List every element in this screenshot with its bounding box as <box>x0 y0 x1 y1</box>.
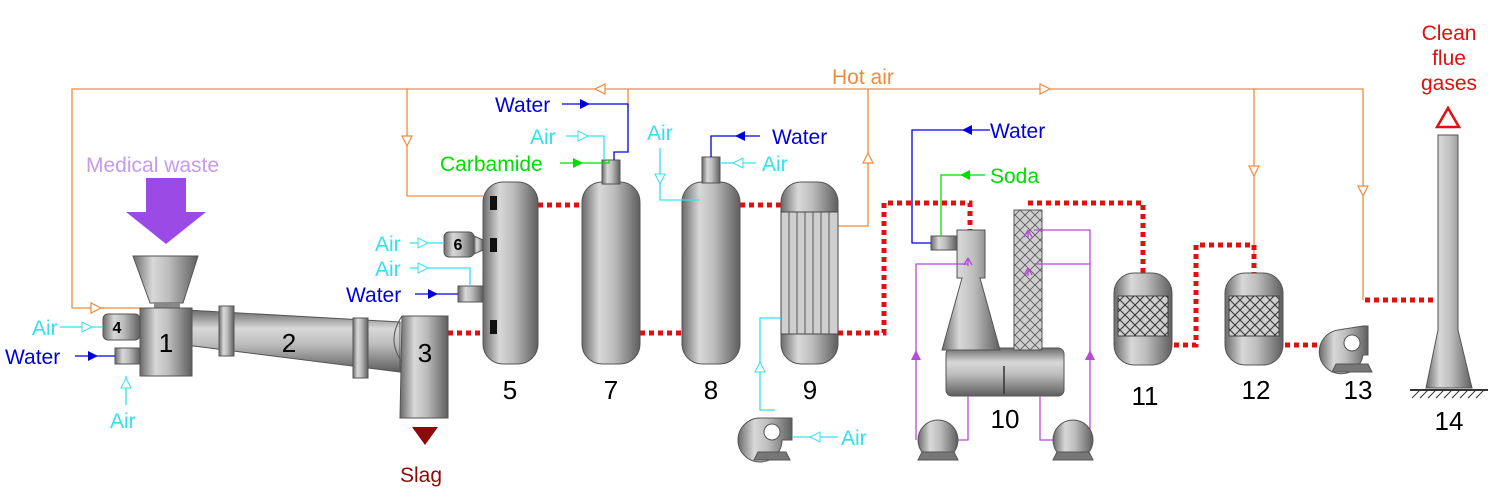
unit-number-2: 2 <box>282 328 296 358</box>
unit-number-9: 9 <box>803 375 817 405</box>
air-label-1b: Air <box>110 410 136 433</box>
air-label-8: Air <box>762 153 788 176</box>
water-label-8: Water <box>772 126 827 149</box>
clean-flue-label-2: flue <box>1432 47 1466 70</box>
air-label-5: Air <box>375 258 401 281</box>
kiln-ring-1 <box>218 305 235 357</box>
slag-label: Slag <box>400 464 442 487</box>
secondary-chamber-5 <box>482 181 539 365</box>
air-label-8b: Air <box>647 122 673 145</box>
hot-air-label: Hot air <box>832 66 894 89</box>
unit-number-13: 13 <box>1344 375 1373 405</box>
air-label-9: Air <box>841 427 867 450</box>
air-label-1: Air <box>32 317 58 340</box>
kiln-head-1 <box>139 307 193 377</box>
unit-number-5: 5 <box>503 375 517 405</box>
scrubber-10 <box>930 209 1065 397</box>
unit-number-10: 10 <box>991 404 1020 434</box>
slag-arrow <box>412 427 438 445</box>
reactor-7 <box>581 181 641 365</box>
stack-14 <box>1410 134 1488 399</box>
unit-number-4: 4 <box>113 320 122 337</box>
clean-flue-label-3: gases <box>1421 72 1477 95</box>
unit-number-1: 1 <box>159 328 173 358</box>
filter-11 <box>1113 272 1173 366</box>
medical-waste-arrow <box>126 178 206 244</box>
unit-number-6: 6 <box>454 237 463 254</box>
exhaust-fan-13 <box>1318 325 1373 375</box>
unit-number-3: 3 <box>418 338 432 368</box>
water-label-7: Water <box>495 94 550 117</box>
blower-9 <box>737 417 793 463</box>
feed-hopper <box>132 255 199 304</box>
afterburner-3 <box>399 315 449 419</box>
filter-12 <box>1224 272 1284 366</box>
water-label-1: Water <box>5 346 60 369</box>
clean-flue-triangle <box>1434 105 1462 129</box>
water-label-10: Water <box>990 120 1045 143</box>
pump-10b <box>1052 419 1094 461</box>
soda-label: Soda <box>990 165 1039 188</box>
unit-number-11: 11 <box>1132 381 1159 411</box>
air-label-6: Air <box>375 233 401 256</box>
water-nozzle-1 <box>114 347 141 365</box>
flue-gas-lines <box>448 200 1436 348</box>
unit-number-8: 8 <box>704 375 718 405</box>
kiln-ring-2 <box>352 317 369 379</box>
burner-4 <box>102 313 141 341</box>
reactor-8 <box>681 181 741 365</box>
hot-air-arrowheads <box>90 83 1369 314</box>
carbamide-label: Carbamide <box>440 153 543 176</box>
air-label-7: Air <box>530 126 556 149</box>
medical-waste-label: Medical waste <box>86 154 219 177</box>
clean-flue-label-1: Clean <box>1422 22 1477 45</box>
water-label-5: Water <box>346 284 401 307</box>
unit-number-12: 12 <box>1242 375 1271 405</box>
unit-number-7: 7 <box>604 375 618 405</box>
pump-10a <box>917 419 959 461</box>
unit-number-14: 14 <box>1435 406 1464 436</box>
